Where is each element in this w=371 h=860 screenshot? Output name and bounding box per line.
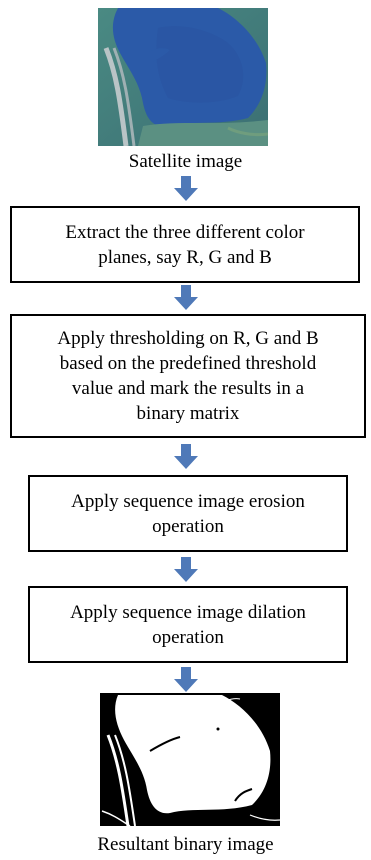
down-arrow-icon bbox=[174, 444, 198, 469]
binary-image-graphic bbox=[100, 693, 280, 826]
step-threshold-text: Apply thresholding on R, G and B based o… bbox=[57, 328, 319, 424]
binary-image bbox=[100, 693, 280, 826]
satellite-image bbox=[98, 8, 268, 146]
step-extract-box: Extract the three different color planes… bbox=[10, 206, 360, 283]
down-arrow-icon bbox=[174, 285, 198, 310]
step-erosion-box: Apply sequence image erosion operation bbox=[28, 475, 348, 552]
binary-image-caption: Resultant binary image bbox=[97, 834, 274, 855]
step-extract-text: Extract the three different color planes… bbox=[65, 221, 305, 268]
down-arrow-icon bbox=[174, 667, 198, 692]
down-arrow-icon bbox=[174, 557, 198, 582]
step-dilation-text: Apply sequence image dilation operation bbox=[70, 601, 306, 648]
step-erosion-text: Apply sequence image erosion operation bbox=[71, 490, 305, 537]
satellite-image-graphic bbox=[98, 8, 268, 146]
step-dilation-box: Apply sequence image dilation operation bbox=[28, 586, 348, 663]
satellite-image-caption: Satellite image bbox=[128, 151, 243, 172]
down-arrow-icon bbox=[174, 176, 198, 201]
step-threshold-box: Apply thresholding on R, G and B based o… bbox=[10, 314, 366, 438]
